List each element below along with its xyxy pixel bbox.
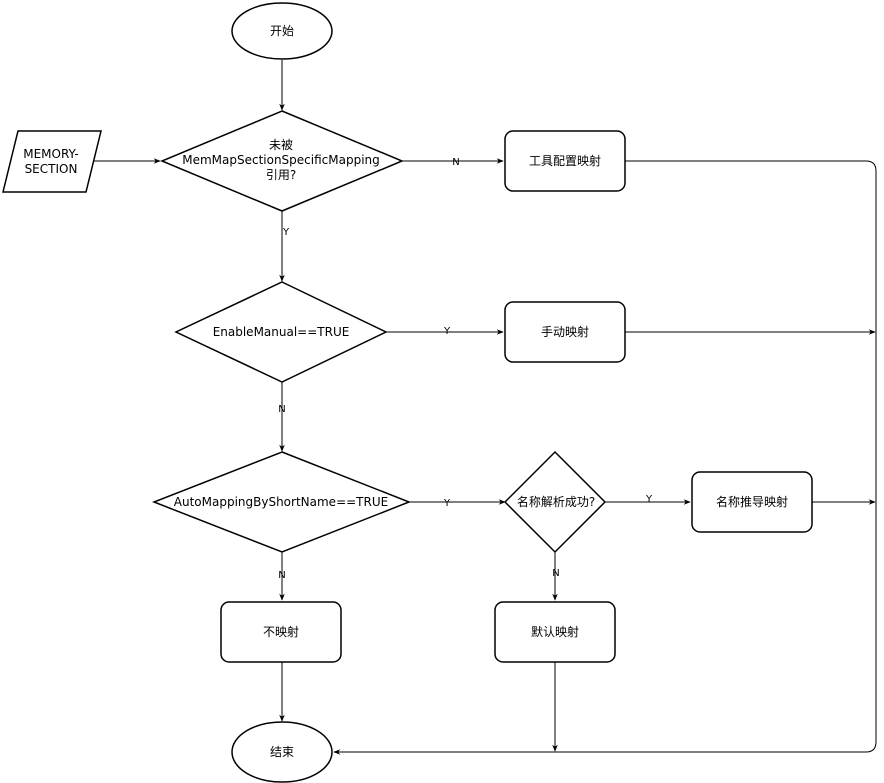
node-no-mapping-shape [220,601,342,663]
node-decision-unreferenced: 未被 MemMapSectionSpecificMapping 引用? [160,110,404,212]
edge-label-unreferenced-no: N [452,157,459,168]
node-start-shape [231,2,333,60]
edges [90,60,877,755]
edge-label-parse-no: N [552,568,559,579]
node-manual-mapping: 手动映射 [504,301,626,363]
node-decision-name-parse: 名称解析成功? [503,450,607,554]
node-end-shape [231,721,333,783]
node-memory-section-shape [2,130,102,193]
node-default-mapping: 默认映射 [494,601,616,663]
edge-label-auto-no: N [278,570,285,581]
node-memory-section-label-line2: SECTION [25,162,78,176]
node-tool-mapping: 工具配置映射 [504,130,626,192]
edge-tool-to-end [333,160,877,755]
node-decision-name-parse-label: 名称解析成功? [517,494,595,509]
node-default-mapping-label: 默认映射 [531,624,579,639]
node-tool-mapping-label: 工具配置映射 [529,153,601,168]
node-decision-auto: AutoMappingByShortName==TRUE [151,451,412,553]
node-tool-mapping-shape [504,130,626,192]
node-name-inferred-mapping: 名称推导映射 [691,471,813,533]
edge-label-unreferenced-yes: Y [282,227,290,238]
node-name-inferred-mapping-label: 名称推导映射 [716,494,788,509]
node-memory-section-label-line1: MEMORY- [23,147,79,161]
node-default-mapping-shape [494,601,616,663]
node-decision-unreferenced-line3: 引用? [266,168,296,182]
node-end: 结束 [231,721,333,783]
edge-labels: N Y Y N Y Y N N [278,157,653,581]
node-decision-manual-label: EnableManual==TRUE [213,325,350,339]
node-decision-manual: EnableManual==TRUE [174,281,388,383]
node-decision-manual-shape [174,281,388,383]
node-start: 开始 [231,2,333,60]
node-decision-auto-shape [151,451,412,553]
edge-label-manual-yes: Y [443,326,451,337]
edge-label-auto-yes: Y [443,498,451,509]
nodes: 开始 MEMORY- SECTION 未被 MemMapSectionSpeci… [2,2,813,783]
node-manual-mapping-shape [504,301,626,363]
node-decision-auto-label: AutoMappingByShortName==TRUE [174,495,388,509]
edge-label-manual-no: N [278,404,285,415]
node-start-label: 开始 [270,24,294,38]
node-no-mapping: 不映射 [220,601,342,663]
node-decision-unreferenced-line2: MemMapSectionSpecificMapping [182,153,380,167]
node-no-mapping-label: 不映射 [263,624,299,639]
node-memory-section: MEMORY- SECTION [2,130,102,193]
edge-label-parse-yes: Y [645,494,653,505]
node-decision-unreferenced-line1: 未被 [269,138,293,152]
node-decision-unreferenced-shape [160,110,404,212]
node-manual-mapping-label: 手动映射 [541,324,589,339]
node-name-inferred-mapping-shape [691,471,813,533]
node-end-label: 结束 [270,745,294,759]
node-decision-name-parse-shape [503,450,607,554]
